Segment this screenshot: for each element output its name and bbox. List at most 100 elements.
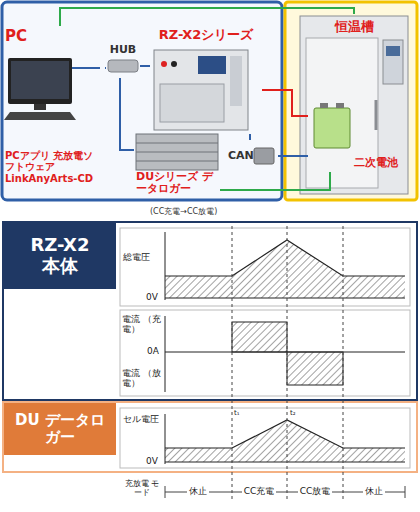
can-converter [254,148,274,164]
connector [60,8,354,26]
du-logger-device [136,134,218,170]
du-title-box: DU データロガー [4,403,116,455]
thermostatic-chamber-part [375,100,378,130]
connector [105,67,106,69]
rz-x2-device [154,50,248,130]
rz-x2-device-part [230,56,242,106]
rz-x2-device-part [171,61,177,67]
chart-frames [3,222,417,472]
battery-symbol-part [314,108,350,148]
rz-x2-node: RZ-X2シリーズ [150,26,262,134]
total-voltage-trace-part [165,240,405,298]
time-mark: t₂ [290,409,296,417]
axis-zero: 0V [146,456,158,466]
node-text: DUシリーズ データロガー [136,171,216,196]
mode-name: 休止 [363,486,385,496]
chart-caption: (CC充電→CC放電) [150,207,217,216]
chart-frames-part [3,222,417,400]
pc-computer-part [4,112,76,120]
mode-name: 休止 [187,486,209,496]
chart-frames-part [3,402,417,472]
mode-axis [165,486,405,498]
cell-voltage-trace [165,414,405,464]
connector [262,90,308,116]
mode-boundaries-part [287,226,288,500]
pc-computer-part [11,61,69,99]
mode-axis-part [165,486,166,498]
axis-label: 電流 （充電） [122,314,164,335]
total-voltage-trace-part [165,298,405,299]
rz-x2-device-part [161,61,167,67]
mode-axis-label: 充放電 モード [122,479,162,497]
thermostatic-chamber [300,16,408,194]
total-voltage-trace-part [165,232,166,300]
node-text: PCアプリ 充放電ソフトウェア LinkAnyArts-CD [5,150,101,185]
rz-x2-device-part [198,56,226,74]
hub-node: HUB [106,42,140,78]
mode-boundaries-part [343,226,344,500]
rz-x2-device-part [154,50,248,130]
pc-computer-part [34,104,46,110]
axis-zero: 0A [147,346,159,356]
system-panel-part [2,2,282,200]
node-text: CAN [228,150,254,163]
cell-voltage-trace-part [165,420,405,462]
chamber-node: 恒温槽二次電池 [298,14,410,196]
current-trace [165,316,405,392]
pc-computer-part [72,67,100,69]
can-node: CAN [226,140,278,172]
cell-voltage-trace-part [165,414,166,464]
total-voltage-trace [165,232,405,300]
node-text: RZ-X2シリーズ [159,28,254,43]
axis-label: 電流 （放電） [122,368,164,389]
time-mark: t₁ [234,409,240,417]
mode-axis-part [405,486,406,498]
mode-name: CC充電 [242,486,277,496]
node-text: HUB [110,44,137,57]
cell-voltage-trace-part [165,462,405,463]
connector [120,78,134,150]
current-trace-part [165,316,166,392]
cell-voltage-trace-part [165,420,405,448]
pc-computer-part [8,58,72,104]
connector [249,134,251,140]
battery-symbol-part [336,103,344,108]
chart-frames-part [120,408,410,468]
hub-device-part [108,60,138,72]
node-text: PC [5,28,27,45]
connector [140,65,150,67]
connector [220,172,330,190]
node-text: DU データロガー [10,412,110,447]
axis-zero: 0V [146,292,158,302]
current-trace-part [165,352,405,353]
system-panel-part [285,2,417,200]
node-text: RZ-X2 本体 [20,235,100,276]
battery-node: 二次電池 [308,100,400,172]
mode-boundaries-part [232,226,233,500]
mode-name: CC放電 [298,486,333,496]
thermostatic-chamber-part [383,40,403,84]
axis-label: セル電圧 [123,414,159,424]
du-logger-device-part [136,134,218,170]
chart-frames-part [120,310,410,396]
connector [278,155,308,157]
rz-x2-title-box: RZ-X2 本体 [4,223,116,289]
total-voltage-trace-part [165,240,405,276]
node-text: 恒温槽 [335,16,374,35]
mode-boundaries [232,226,343,500]
battery-symbol [314,103,350,148]
axis-label: 総電圧 [123,252,150,262]
du-logger-device-part [136,143,218,144]
rz-x2-device-part [160,84,224,122]
du-logger-device-part [136,161,218,162]
chart-frames-part [120,228,410,306]
current-trace-part [287,352,343,385]
battery-symbol-part [320,103,328,108]
pc-computer [4,58,100,120]
pc-node: PC PCアプリ 充放電ソフトウェア LinkAnyArts-CD [3,26,105,186]
node-text: 二次電池 [354,157,398,170]
system-panel [2,2,417,200]
thermostatic-chamber-part [386,46,400,56]
